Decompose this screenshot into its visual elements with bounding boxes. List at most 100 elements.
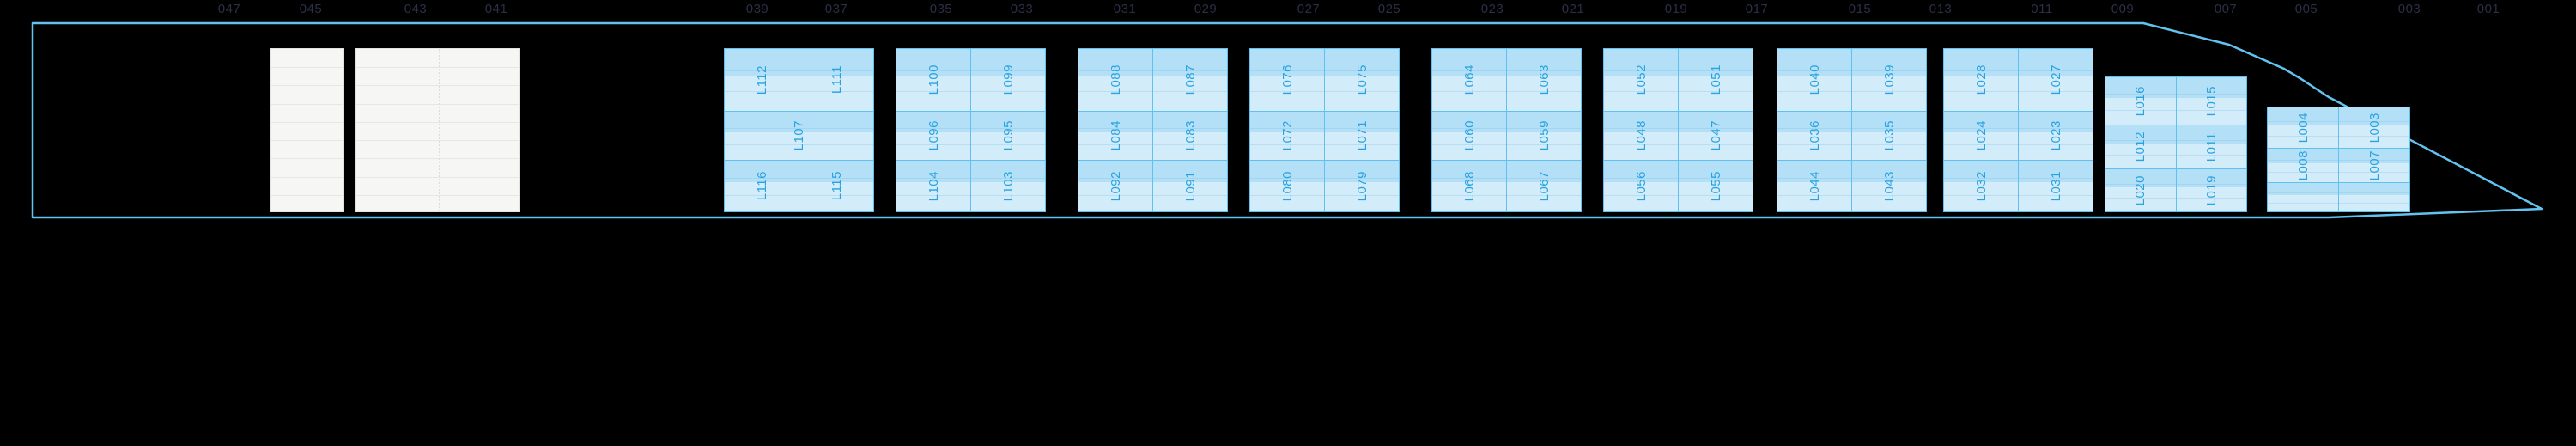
slot-cell[interactable]: L100 xyxy=(896,49,970,111)
slot-cell[interactable]: L083 xyxy=(1152,112,1227,160)
slot-cell[interactable]: L023 xyxy=(2018,112,2093,160)
slot-cell[interactable]: L032 xyxy=(1944,161,2018,211)
slot-cell[interactable]: L055 xyxy=(1678,161,1753,211)
slot-cell[interactable]: L060 xyxy=(1432,112,1506,160)
bay-003-tier-2[interactable] xyxy=(2267,183,2410,212)
slot-cell[interactable]: L039 xyxy=(1851,49,1926,111)
slot-cell[interactable]: L056 xyxy=(1604,161,1678,211)
slot-cell[interactable]: L064 xyxy=(1432,49,1506,111)
slot-cell[interactable]: L072 xyxy=(1250,112,1324,160)
slot-cell[interactable]: L031 xyxy=(2018,161,2093,211)
slot-cell[interactable]: L107 xyxy=(725,112,873,160)
slot-cell[interactable]: L063 xyxy=(1506,49,1581,111)
slot-cell[interactable]: L028 xyxy=(1944,49,2018,111)
slot-cell[interactable]: L104 xyxy=(896,161,970,211)
slot-cell[interactable]: L068 xyxy=(1432,161,1506,211)
slot-cell[interactable]: L043 xyxy=(1851,161,1926,211)
slot-cell[interactable]: L027 xyxy=(2018,49,2093,111)
slot-cell[interactable]: L052 xyxy=(1604,49,1678,111)
slot-cell[interactable]: L004 xyxy=(2268,107,2338,148)
slot-cell[interactable]: L044 xyxy=(1777,161,1851,211)
slot-cell[interactable]: L059 xyxy=(1506,112,1581,160)
slot-cell[interactable]: L092 xyxy=(1078,161,1152,211)
slot-cell[interactable]: L007 xyxy=(2338,149,2409,182)
slot-cell[interactable]: L051 xyxy=(1678,49,1753,111)
bay-039-tier-1[interactable]: L107 xyxy=(724,112,874,161)
bay-043[interactable] xyxy=(355,48,520,212)
slot-cell[interactable]: L011 xyxy=(2175,125,2247,168)
slot-cell[interactable]: L099 xyxy=(970,49,1045,111)
bay-047[interactable] xyxy=(270,48,344,212)
slot-cell[interactable]: L076 xyxy=(1250,49,1324,111)
slot-cell[interactable]: L020 xyxy=(2105,169,2176,211)
slot-cell[interactable]: L088 xyxy=(1078,49,1152,111)
slot-cell[interactable] xyxy=(2338,183,2409,211)
slot-cell[interactable]: L111 xyxy=(799,49,873,111)
slot-cell[interactable]: L091 xyxy=(1152,161,1227,211)
slot-cell[interactable]: L035 xyxy=(1851,112,1926,160)
slot-cell[interactable] xyxy=(2268,183,2338,211)
slot-cell[interactable]: L071 xyxy=(1324,112,1399,160)
slot-cell[interactable]: L012 xyxy=(2105,125,2176,168)
slot-cell[interactable]: L048 xyxy=(1604,112,1678,160)
slot-cell[interactable]: L024 xyxy=(1944,112,2018,160)
slot-cell[interactable]: L019 xyxy=(2175,169,2247,211)
slot-cell[interactable]: L003 xyxy=(2338,107,2409,148)
slot-cell[interactable]: L103 xyxy=(970,161,1045,211)
slot-cell[interactable]: L096 xyxy=(896,112,970,160)
slot-cell[interactable]: L084 xyxy=(1078,112,1152,160)
slot-cell[interactable]: L079 xyxy=(1324,161,1399,211)
slot-cell[interactable]: L115 xyxy=(799,161,873,211)
slot-cell[interactable]: L080 xyxy=(1250,161,1324,211)
slot-cell[interactable]: L036 xyxy=(1777,112,1851,160)
slot-cell[interactable]: L016 xyxy=(2105,77,2176,125)
slot-cell[interactable]: L116 xyxy=(725,161,799,211)
slot-cell[interactable]: L015 xyxy=(2175,77,2247,125)
slot-cell[interactable]: L067 xyxy=(1506,161,1581,211)
slot-cell[interactable]: L008 xyxy=(2268,149,2338,182)
slot-cell[interactable]: L075 xyxy=(1324,49,1399,111)
slot-cell[interactable]: L047 xyxy=(1678,112,1753,160)
slot-cell[interactable]: L095 xyxy=(970,112,1045,160)
slot-cell[interactable]: L040 xyxy=(1777,49,1851,111)
slot-cell[interactable]: L087 xyxy=(1152,49,1227,111)
